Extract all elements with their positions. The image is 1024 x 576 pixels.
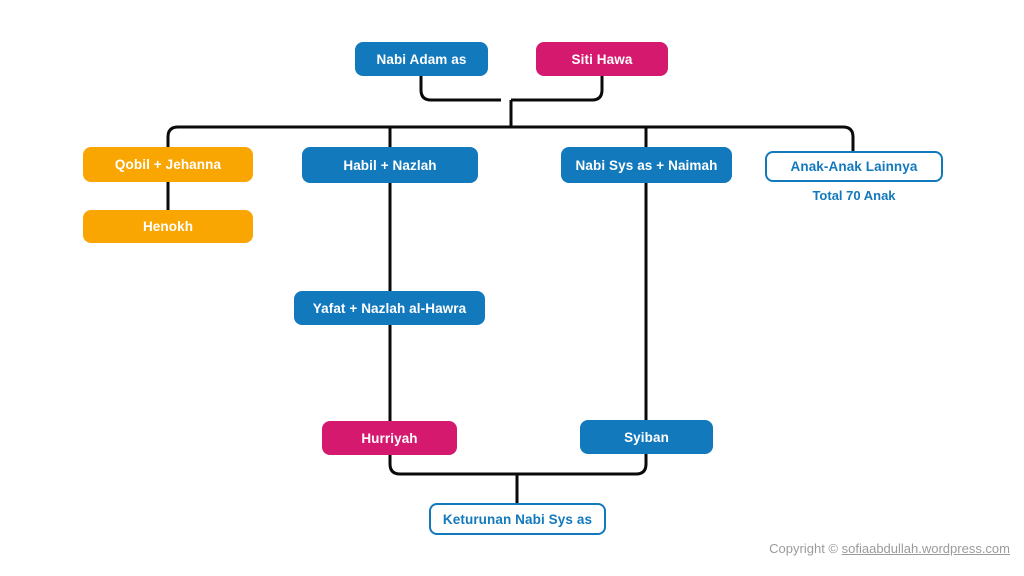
- node-siti-hawa: Siti Hawa: [536, 42, 668, 76]
- node-nabi-sys-naimah: Nabi Sys as + Naimah: [561, 147, 732, 183]
- total-anak-caption: Total 70 Anak: [812, 188, 896, 203]
- node-keturunan-nabi-sys: Keturunan Nabi Sys as: [429, 503, 606, 535]
- node-qobil-jehanna: Qobil + Jehanna: [83, 147, 253, 182]
- node-anak-anak-lainnya: Anak-Anak Lainnya: [765, 151, 943, 182]
- node-habil-nazlah: Habil + Nazlah: [302, 147, 478, 183]
- copyright-notice: Copyright © sofiaabdullah.wordpress.com: [769, 541, 1010, 556]
- node-henokh: Henokh: [83, 210, 253, 243]
- copyright-link[interactable]: sofiaabdullah.wordpress.com: [841, 541, 1010, 556]
- connector-parents: [419, 75, 604, 127]
- node-nabi-adam: Nabi Adam as: [355, 42, 488, 76]
- node-yafat-nazlah: Yafat + Nazlah al-Hawra: [294, 291, 485, 325]
- node-syiban: Syiban: [580, 420, 713, 454]
- copyright-text: Copyright ©: [769, 541, 838, 556]
- connector-bus: [166, 125, 855, 211]
- connector-descendants: [388, 453, 648, 504]
- node-hurriyah: Hurriyah: [322, 421, 457, 455]
